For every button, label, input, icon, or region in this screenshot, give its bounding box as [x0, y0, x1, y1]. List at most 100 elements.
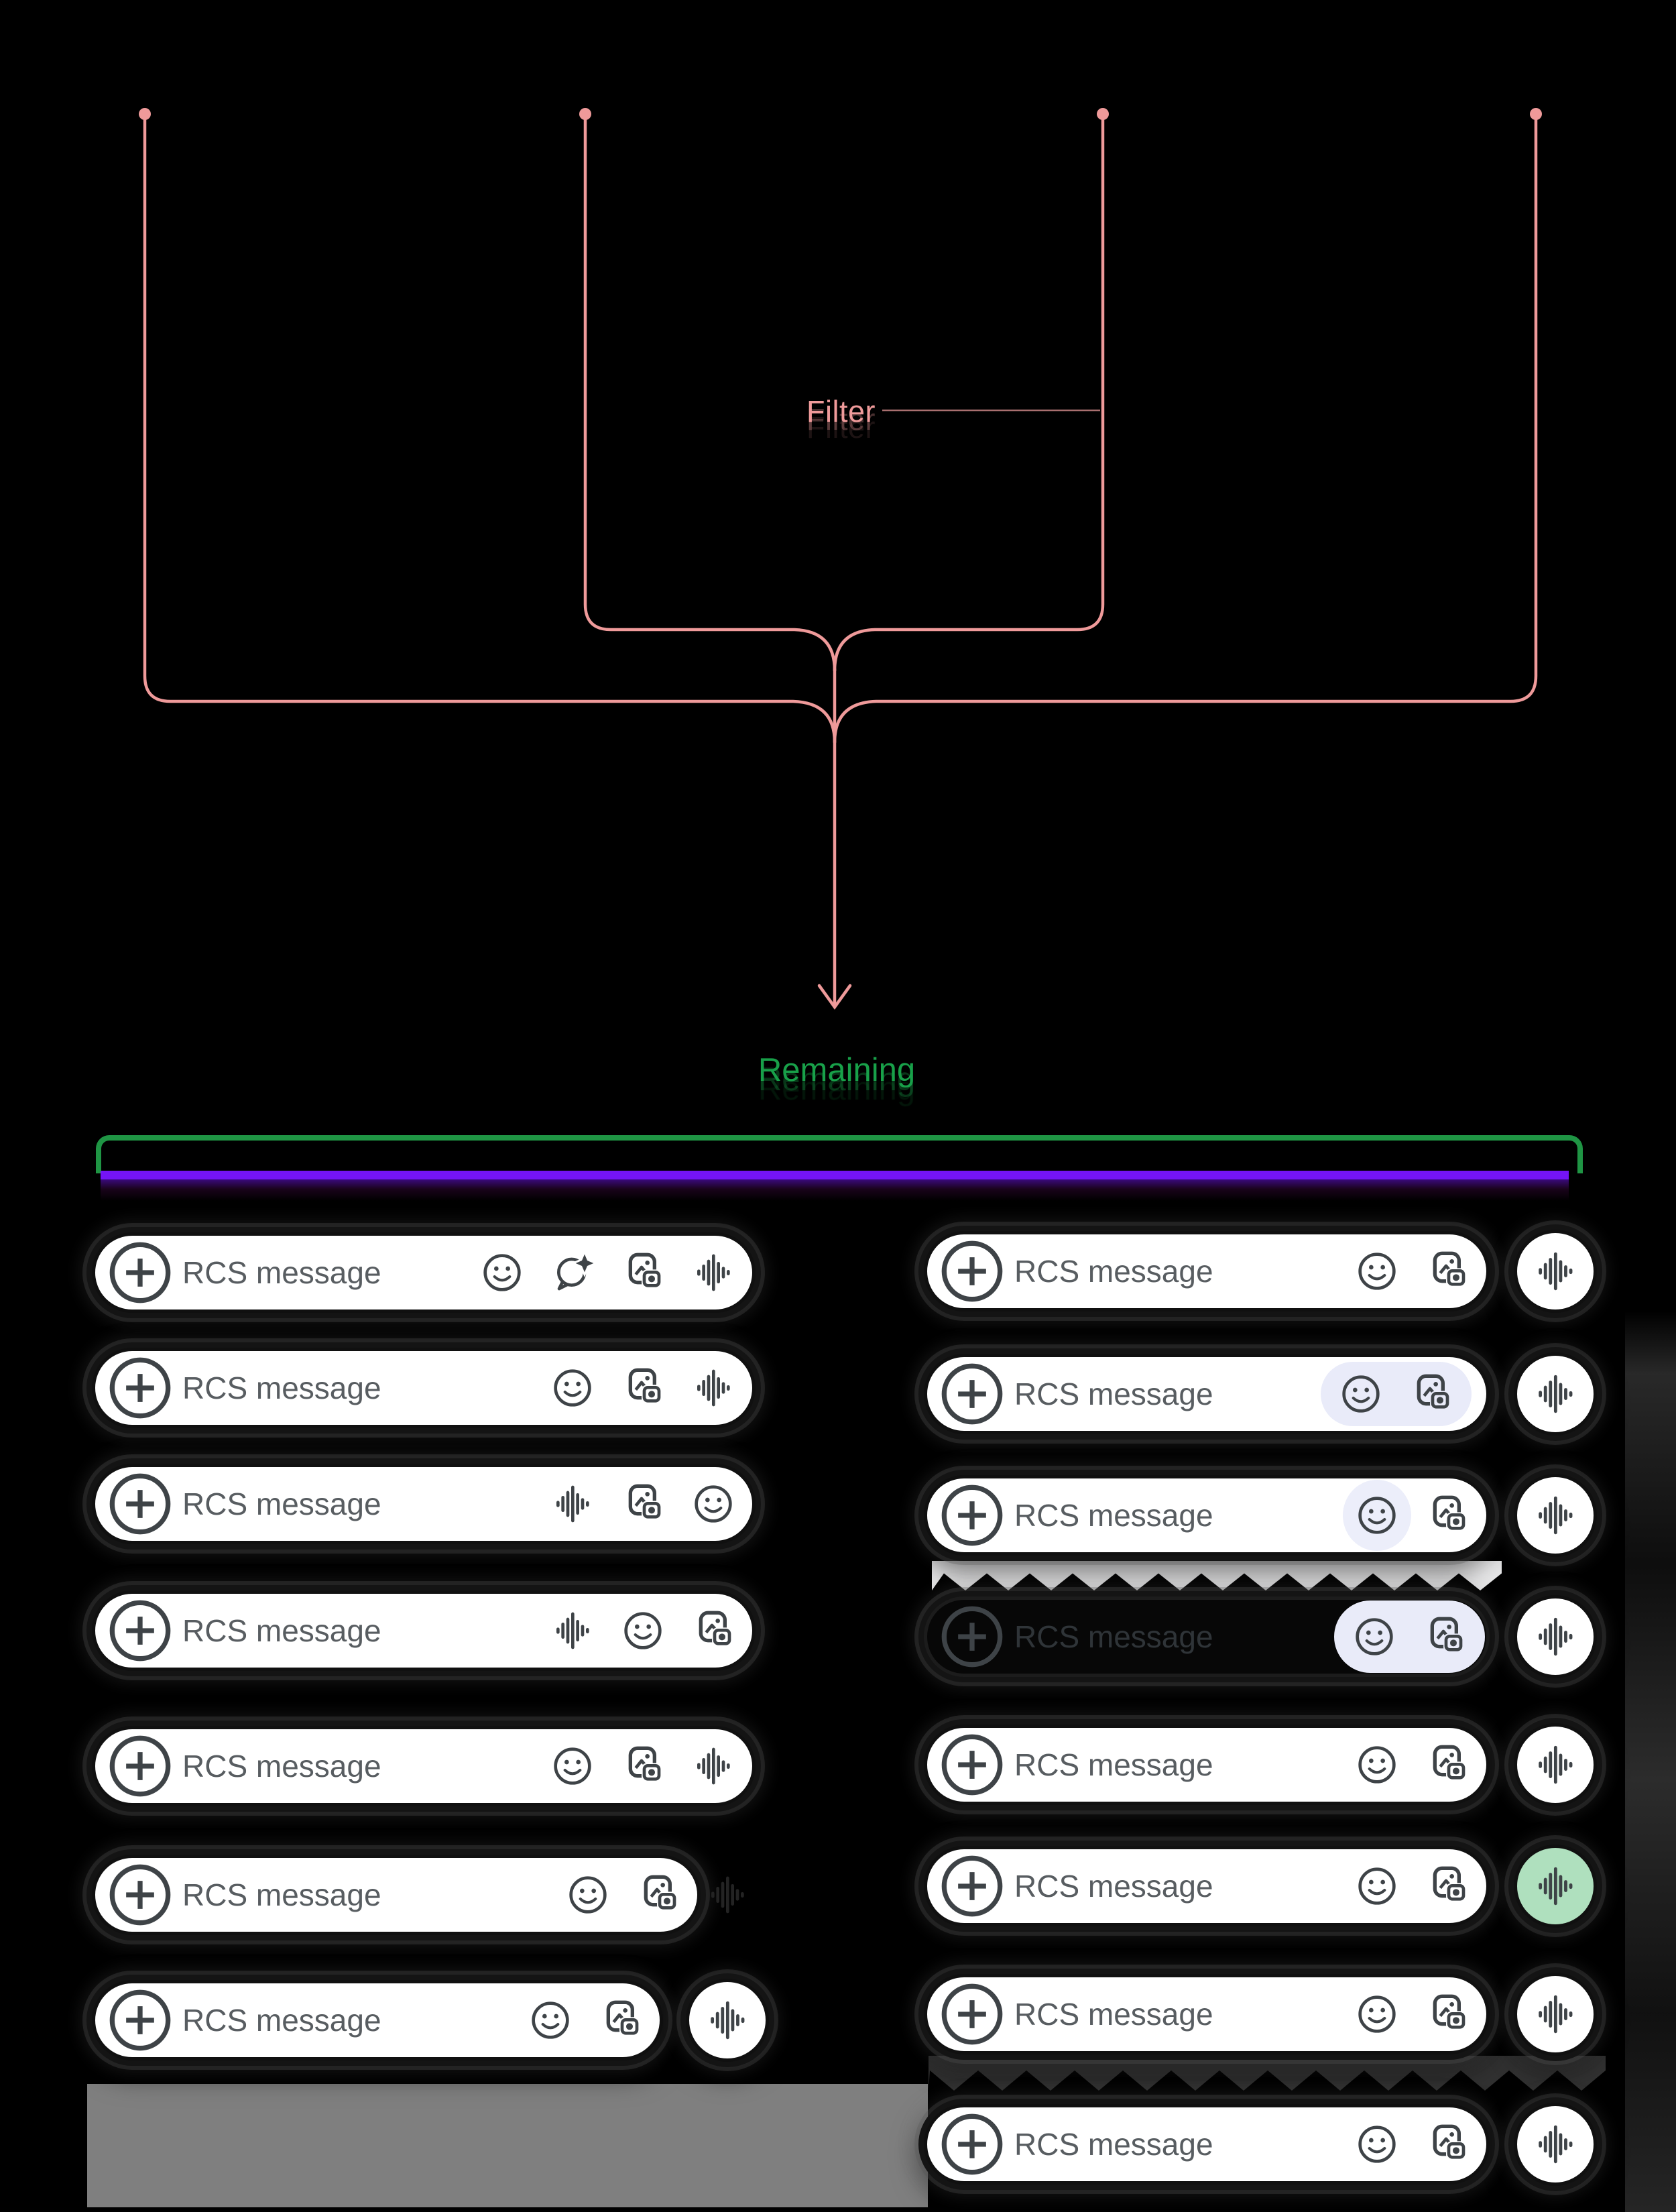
message-placeholder[interactable]: RCS message — [1014, 1869, 1213, 1904]
message-input-bar[interactable]: RCS message — [92, 1855, 701, 1935]
emoji-icon[interactable] — [481, 1251, 524, 1294]
message-placeholder[interactable]: RCS message — [1014, 1997, 1213, 2032]
message-placeholder[interactable]: RCS message — [1014, 1747, 1213, 1782]
message-input-bar[interactable]: RCS message — [924, 1596, 1490, 1677]
voice-wave-icon — [1533, 1743, 1577, 1787]
voice-wave-icon[interactable] — [692, 1251, 735, 1294]
compose-actions — [1334, 1600, 1486, 1673]
voice-wave-icon[interactable] — [692, 1366, 735, 1409]
gallery-icon[interactable] — [621, 1745, 664, 1788]
emoji-icon[interactable] — [692, 1482, 735, 1525]
message-placeholder[interactable]: RCS message — [1014, 1377, 1213, 1411]
voice-record-button[interactable] — [1514, 1973, 1597, 2056]
gallery-icon[interactable] — [1426, 2123, 1469, 2166]
compose-actions — [481, 1251, 752, 1294]
gallery-icon[interactable] — [1426, 1993, 1469, 2036]
add-attachment-button[interactable] — [939, 1731, 1006, 1798]
emoji-icon[interactable] — [551, 1366, 594, 1409]
add-attachment-button[interactable] — [107, 1239, 174, 1306]
emoji-icon[interactable] — [621, 1609, 664, 1652]
gallery-icon[interactable] — [621, 1366, 664, 1409]
gallery-icon[interactable] — [1426, 1743, 1469, 1786]
message-placeholder[interactable]: RCS message — [182, 1487, 381, 1521]
add-attachment-button[interactable] — [939, 1853, 1006, 1920]
message-input-bar[interactable]: RCS message — [924, 1354, 1490, 1434]
add-attachment-button[interactable] — [107, 1733, 174, 1800]
voice-wave-icon[interactable] — [706, 1873, 749, 1916]
gallery-icon[interactable] — [1423, 1615, 1466, 1658]
gallery-icon[interactable] — [1410, 1373, 1453, 1415]
voice-wave-icon[interactable] — [551, 1609, 594, 1652]
add-attachment-button[interactable] — [107, 1470, 174, 1537]
gallery-icon[interactable] — [599, 1999, 642, 2042]
voice-record-button[interactable] — [1514, 1845, 1597, 1928]
message-placeholder[interactable]: RCS message — [1014, 2127, 1213, 2162]
add-attachment-button[interactable] — [939, 2111, 1006, 2178]
add-attachment-button[interactable] — [939, 1482, 1006, 1549]
message-placeholder[interactable]: RCS message — [182, 1255, 381, 1290]
remaining-bracket — [96, 1135, 1583, 1173]
message-placeholder[interactable]: RCS message — [1014, 1498, 1213, 1533]
compose-actions — [551, 1745, 752, 1788]
funnel-line-outer-left — [143, 118, 837, 744]
voice-record-button[interactable] — [1514, 2103, 1597, 2186]
message-input-bar[interactable]: RCS message — [924, 1475, 1490, 1556]
gallery-icon[interactable] — [1426, 1865, 1469, 1908]
emoji-icon[interactable] — [1339, 1373, 1382, 1415]
message-placeholder[interactable]: RCS message — [182, 1877, 381, 1912]
gallery-icon[interactable] — [637, 1873, 680, 1916]
message-placeholder[interactable]: RCS message — [182, 2003, 381, 2038]
gallery-icon[interactable] — [621, 1482, 664, 1525]
add-attachment-button[interactable] — [939, 1238, 1006, 1305]
message-input-bar[interactable]: RCS message — [924, 1725, 1490, 1805]
emoji-icon[interactable] — [1356, 1743, 1398, 1786]
message-placeholder[interactable]: RCS message — [182, 1371, 381, 1405]
add-attachment-button[interactable] — [107, 1861, 174, 1928]
message-input-bar[interactable]: RCS message — [92, 1348, 756, 1428]
emoji-icon[interactable] — [1356, 2123, 1398, 2166]
message-placeholder[interactable]: RCS message — [182, 1613, 381, 1648]
message-input-bar[interactable]: RCS message — [92, 1980, 663, 2060]
add-attachment-button[interactable] — [107, 1597, 174, 1664]
message-input-bar[interactable]: RCS message — [92, 1590, 756, 1671]
add-attachment-button[interactable] — [939, 1603, 1006, 1670]
add-attachment-button[interactable] — [939, 1981, 1006, 2048]
emoji-icon[interactable] — [1353, 1615, 1396, 1658]
voice-record-button[interactable] — [1514, 1723, 1597, 1806]
message-input-bar[interactable]: RCS message — [924, 1846, 1490, 1926]
emoji-icon[interactable] — [1356, 1993, 1398, 2036]
emoji-icon[interactable] — [1356, 1250, 1398, 1293]
filter-label: Filter — [806, 394, 876, 428]
magic-compose-icon[interactable] — [551, 1251, 594, 1294]
gallery-icon[interactable] — [1426, 1494, 1469, 1537]
add-attachment-button[interactable] — [939, 1360, 1006, 1428]
voice-record-button[interactable] — [1514, 1352, 1597, 1436]
compose-actions — [1356, 2123, 1486, 2166]
gallery-icon[interactable] — [692, 1609, 735, 1652]
add-attachment-button[interactable] — [107, 1987, 174, 2054]
emoji-icon[interactable] — [529, 1999, 572, 2042]
emoji-icon[interactable] — [1356, 1494, 1398, 1537]
message-input-bar[interactable]: RCS message — [924, 1974, 1490, 2054]
voice-record-button[interactable] — [1514, 1474, 1597, 1557]
gallery-icon[interactable] — [621, 1251, 664, 1294]
message-input-bar[interactable]: RCS message — [92, 1726, 756, 1806]
message-placeholder[interactable]: RCS message — [1014, 1619, 1213, 1654]
emoji-icon[interactable] — [551, 1745, 594, 1788]
compose-actions — [551, 1482, 752, 1525]
gallery-icon[interactable] — [1426, 1250, 1469, 1293]
emoji-icon[interactable] — [1356, 1865, 1398, 1908]
add-attachment-button[interactable] — [107, 1354, 174, 1421]
voice-wave-icon[interactable] — [692, 1745, 735, 1788]
message-input-bar[interactable]: RCS message — [92, 1232, 756, 1313]
message-input-bar[interactable]: RCS message — [92, 1464, 756, 1544]
voice-wave-icon[interactable] — [551, 1482, 594, 1525]
emoji-icon[interactable] — [566, 1873, 609, 1916]
voice-record-button[interactable] — [686, 1979, 769, 2062]
voice-record-button[interactable] — [1514, 1230, 1597, 1313]
message-input-bar[interactable]: RCS message — [924, 2104, 1490, 2185]
voice-record-button[interactable] — [1514, 1595, 1597, 1678]
message-input-bar[interactable]: RCS message — [924, 1231, 1490, 1312]
message-placeholder[interactable]: RCS message — [182, 1749, 381, 1784]
message-placeholder[interactable]: RCS message — [1014, 1254, 1213, 1289]
